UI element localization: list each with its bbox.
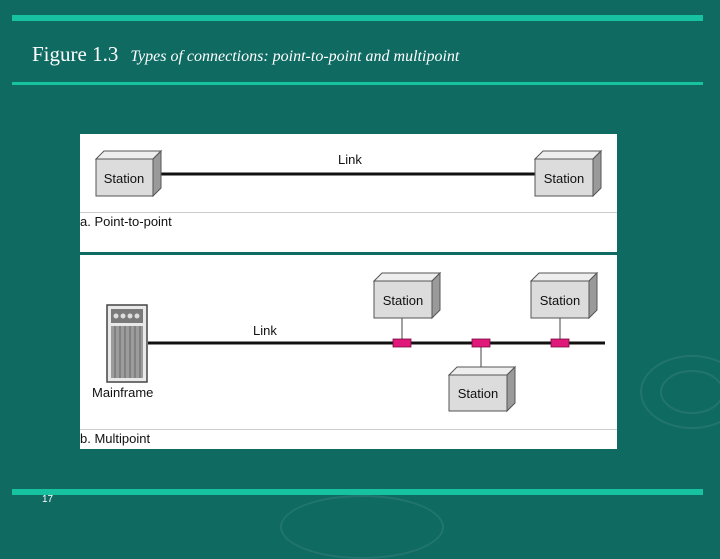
station-label: Station bbox=[104, 171, 144, 186]
multipoint-diagram: Station Station Station bbox=[80, 271, 617, 430]
mainframe-icon bbox=[106, 304, 148, 383]
station-box-top-right: Station bbox=[529, 271, 599, 320]
station-box-right: Station bbox=[533, 149, 603, 198]
slide-title: Figure 1.3 Types of connections: point-t… bbox=[32, 42, 459, 67]
decorative-ripple bbox=[640, 355, 720, 429]
station-label: Station bbox=[458, 386, 498, 401]
station-box-left: Station bbox=[94, 149, 163, 198]
station-box-top-left: Station bbox=[372, 271, 442, 320]
figure-number: Figure 1.3 bbox=[32, 42, 119, 66]
link-label: Link bbox=[338, 152, 362, 167]
mainframe-label: Mainframe bbox=[92, 385, 154, 400]
station-label: Station bbox=[544, 171, 584, 186]
bottom-accent-bar bbox=[12, 489, 703, 495]
page-number: 17 bbox=[42, 494, 54, 505]
multipoint-panel: Station Station Station Link Mainframe b… bbox=[80, 255, 617, 449]
tap-connector bbox=[471, 338, 491, 348]
point-to-point-diagram: Station Station bbox=[80, 149, 617, 213]
tap-connector bbox=[392, 338, 412, 348]
decorative-ripple bbox=[280, 495, 444, 559]
title-underline-bar bbox=[12, 82, 703, 85]
link-label: Link bbox=[253, 323, 277, 338]
station-label: Station bbox=[540, 293, 580, 308]
station-box-bottom: Station bbox=[447, 365, 517, 413]
point-to-point-panel: Station Station Link a. Point-to-point bbox=[80, 134, 617, 252]
panel-label: b. Multipoint bbox=[80, 431, 151, 446]
figure-caption: Types of connections: point-to-point and… bbox=[130, 48, 460, 65]
station-label: Station bbox=[383, 293, 423, 308]
panel-label: a. Point-to-point bbox=[80, 214, 172, 229]
panel-divider bbox=[80, 212, 617, 213]
panel-divider bbox=[80, 429, 617, 430]
tap-connector bbox=[550, 338, 570, 348]
top-accent-bar bbox=[12, 15, 703, 21]
